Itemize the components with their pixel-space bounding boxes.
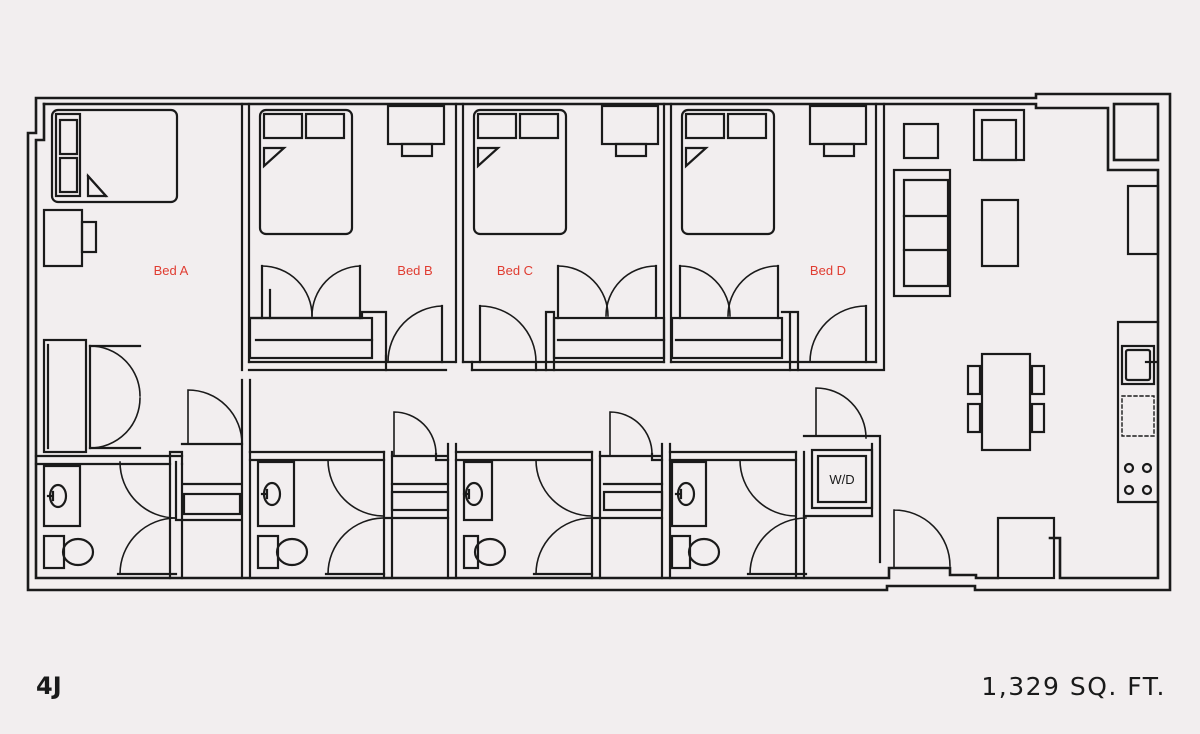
bed-b-room [248, 104, 446, 372]
bed-d-label: Bed D [810, 263, 846, 278]
bed-c-bed [472, 108, 568, 236]
washer-dryer [810, 448, 874, 510]
bathroom-d [670, 387, 867, 576]
bed-b-label: Bed B [397, 263, 432, 278]
bed-a-room [42, 108, 179, 454]
bed-a-desk [42, 208, 84, 268]
bedroom-walls [240, 102, 886, 372]
bed-d-bed [680, 108, 776, 236]
bathroom-b [256, 411, 450, 576]
bed-c-label: Bed C [497, 263, 533, 278]
bed-a-bed [50, 108, 179, 204]
bathroom-a [42, 389, 243, 576]
bed-c-room [470, 104, 666, 372]
bed-d-room [670, 104, 868, 372]
unit-number: 4J [36, 672, 62, 700]
bed-a-label: Bed A [154, 263, 189, 278]
bathroom-c [462, 411, 664, 576]
square-footage: 1,329 SQ. FT. [981, 672, 1166, 701]
bathroom-walls [34, 378, 882, 580]
living-room [892, 108, 1160, 580]
exterior-walls [26, 92, 1172, 592]
washer-dryer-label: W/D [829, 472, 854, 487]
bed-b-bed [258, 108, 354, 236]
